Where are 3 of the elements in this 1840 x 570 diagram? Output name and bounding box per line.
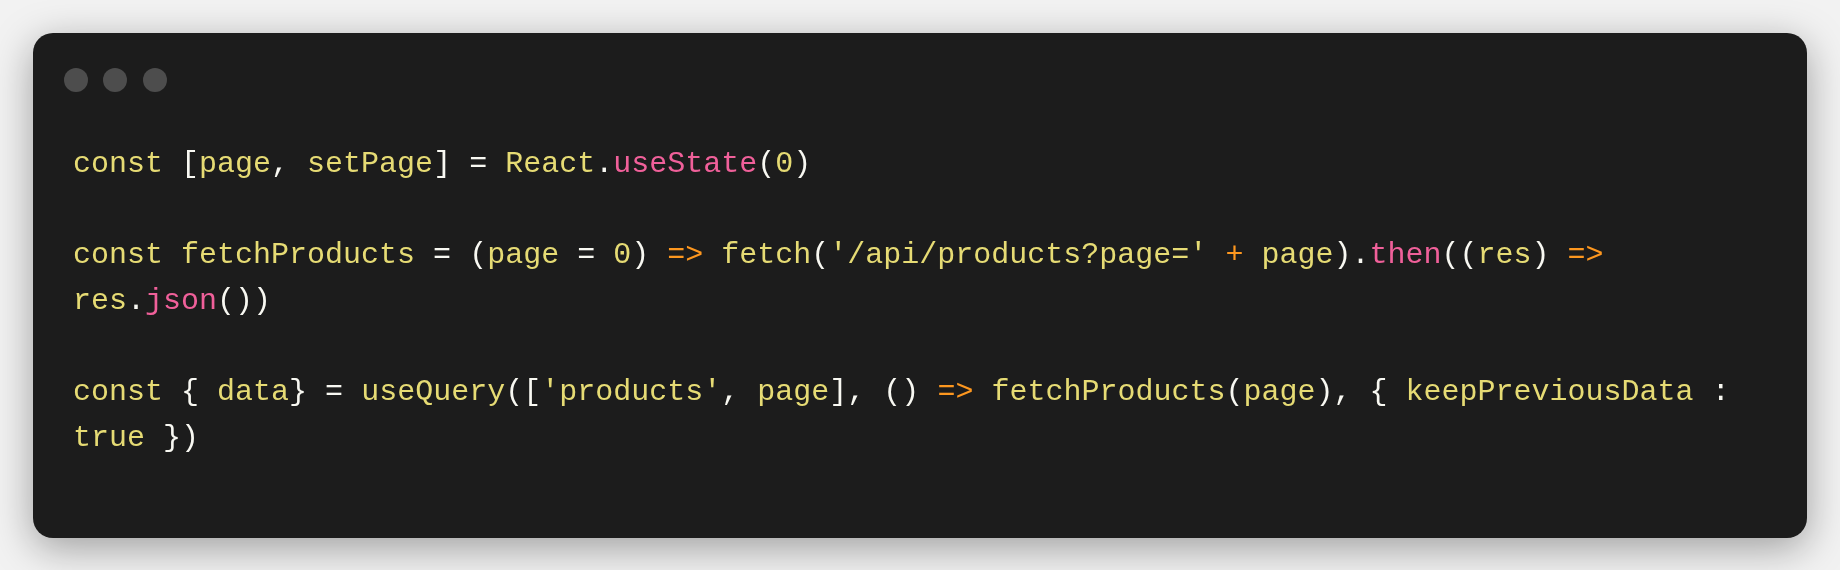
code-line: const fetchProducts = (page = 0) => fetch('/api/products?page=' + page).then((res) => res.json()) bbox=[73, 237, 1605, 320]
code-line: const { data} = useQuery(['products', page], () => fetchProducts(page), { keepPreviousData : true }) bbox=[73, 374, 1731, 457]
code-line: const [page, setPage] = React.useState(0) bbox=[73, 146, 813, 183]
